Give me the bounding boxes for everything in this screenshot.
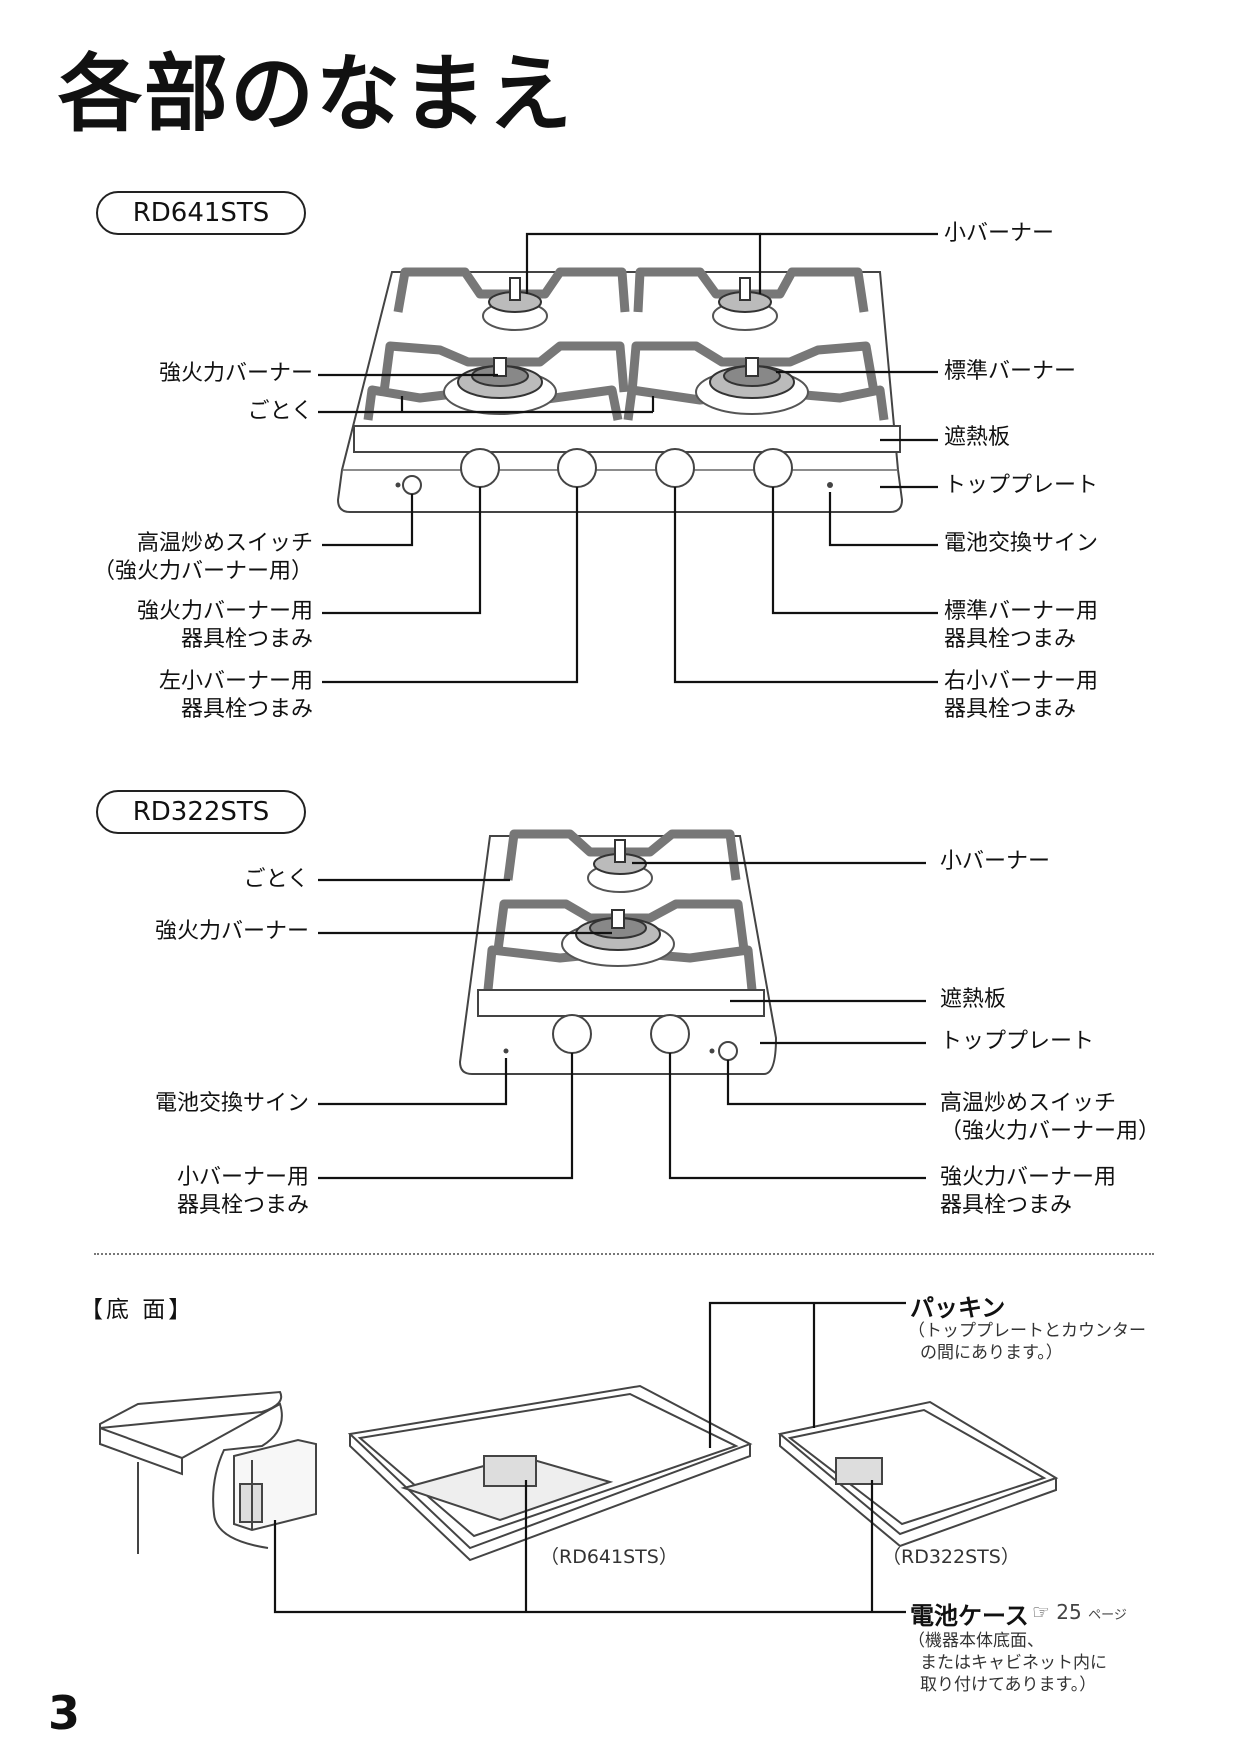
- label-battery-sign-322: 電池交換サイン: [154, 1091, 309, 1116]
- label-battery-case: 電池ケース: [910, 1602, 1029, 1630]
- pointing-hand-icon: ☞: [1032, 1600, 1050, 1624]
- label-gotoku-322: ごとく: [243, 867, 309, 892]
- battery-case-note: （機器本体底面、 またはキャビネット内に 取り付けてあります。）: [908, 1631, 1107, 1695]
- label-small-burner-322: 小バーナー: [940, 849, 1051, 874]
- section-divider: [94, 1253, 1154, 1255]
- label-strong-burner: 強火力バーナー: [158, 361, 313, 386]
- label-strong-knob: 強火力バーナー用 器具栓つまみ: [136, 599, 313, 652]
- label-heat-shield: 遮熱板: [944, 425, 1011, 450]
- model-label-rd641sts: RD641STS: [96, 191, 306, 235]
- page-number: 3: [48, 1686, 81, 1740]
- label-small-knob-322: 小バーナー用 器具栓つまみ: [176, 1165, 309, 1218]
- caption-rd641sts: （RD641STS）: [540, 1546, 678, 1568]
- label-high-temp-switch-322: 高温炒めスイッチ （強火力バーナー用）: [940, 1091, 1161, 1144]
- label-packing: パッキン: [910, 1294, 1006, 1322]
- label-left-small-knob: 左小バーナー用 器具栓つまみ: [158, 669, 313, 722]
- rd322sts-stove-illustration: [458, 829, 778, 1075]
- label-top-plate: トッププレート: [944, 473, 1099, 498]
- label-heat-shield-322: 遮熱板: [940, 987, 1007, 1012]
- label-small-burner: 小バーナー: [944, 221, 1055, 246]
- label-top-plate-322: トッププレート: [940, 1029, 1095, 1054]
- model-label-rd322sts: RD322STS: [96, 790, 306, 834]
- page-title: 各部のなまえ: [58, 44, 575, 143]
- packing-note: （トッププレートとカウンター の間にあります。）: [908, 1321, 1146, 1363]
- label-high-temp-switch: 高温炒めスイッチ （強火力バーナー用）: [92, 531, 313, 584]
- caption-rd322sts: （RD322STS）: [882, 1546, 1020, 1568]
- rd641sts-stove-illustration: [336, 267, 904, 513]
- page-reference: ☞ 25 ページ: [1032, 1600, 1127, 1624]
- label-standard-knob: 標準バーナー用 器具栓つまみ: [944, 599, 1099, 652]
- label-gotoku: ごとく: [247, 399, 313, 424]
- label-strong-burner-322: 強火力バーナー: [154, 919, 309, 944]
- label-battery-sign: 電池交換サイン: [944, 531, 1099, 556]
- bottom-heading: 【底 面】: [80, 1297, 195, 1323]
- bottom-view-illustration: [99, 1384, 1059, 1562]
- label-standard-burner: 標準バーナー: [944, 359, 1077, 384]
- label-strong-knob-322: 強火力バーナー用 器具栓つまみ: [940, 1165, 1117, 1218]
- label-right-small-knob: 右小バーナー用 器具栓つまみ: [944, 669, 1099, 722]
